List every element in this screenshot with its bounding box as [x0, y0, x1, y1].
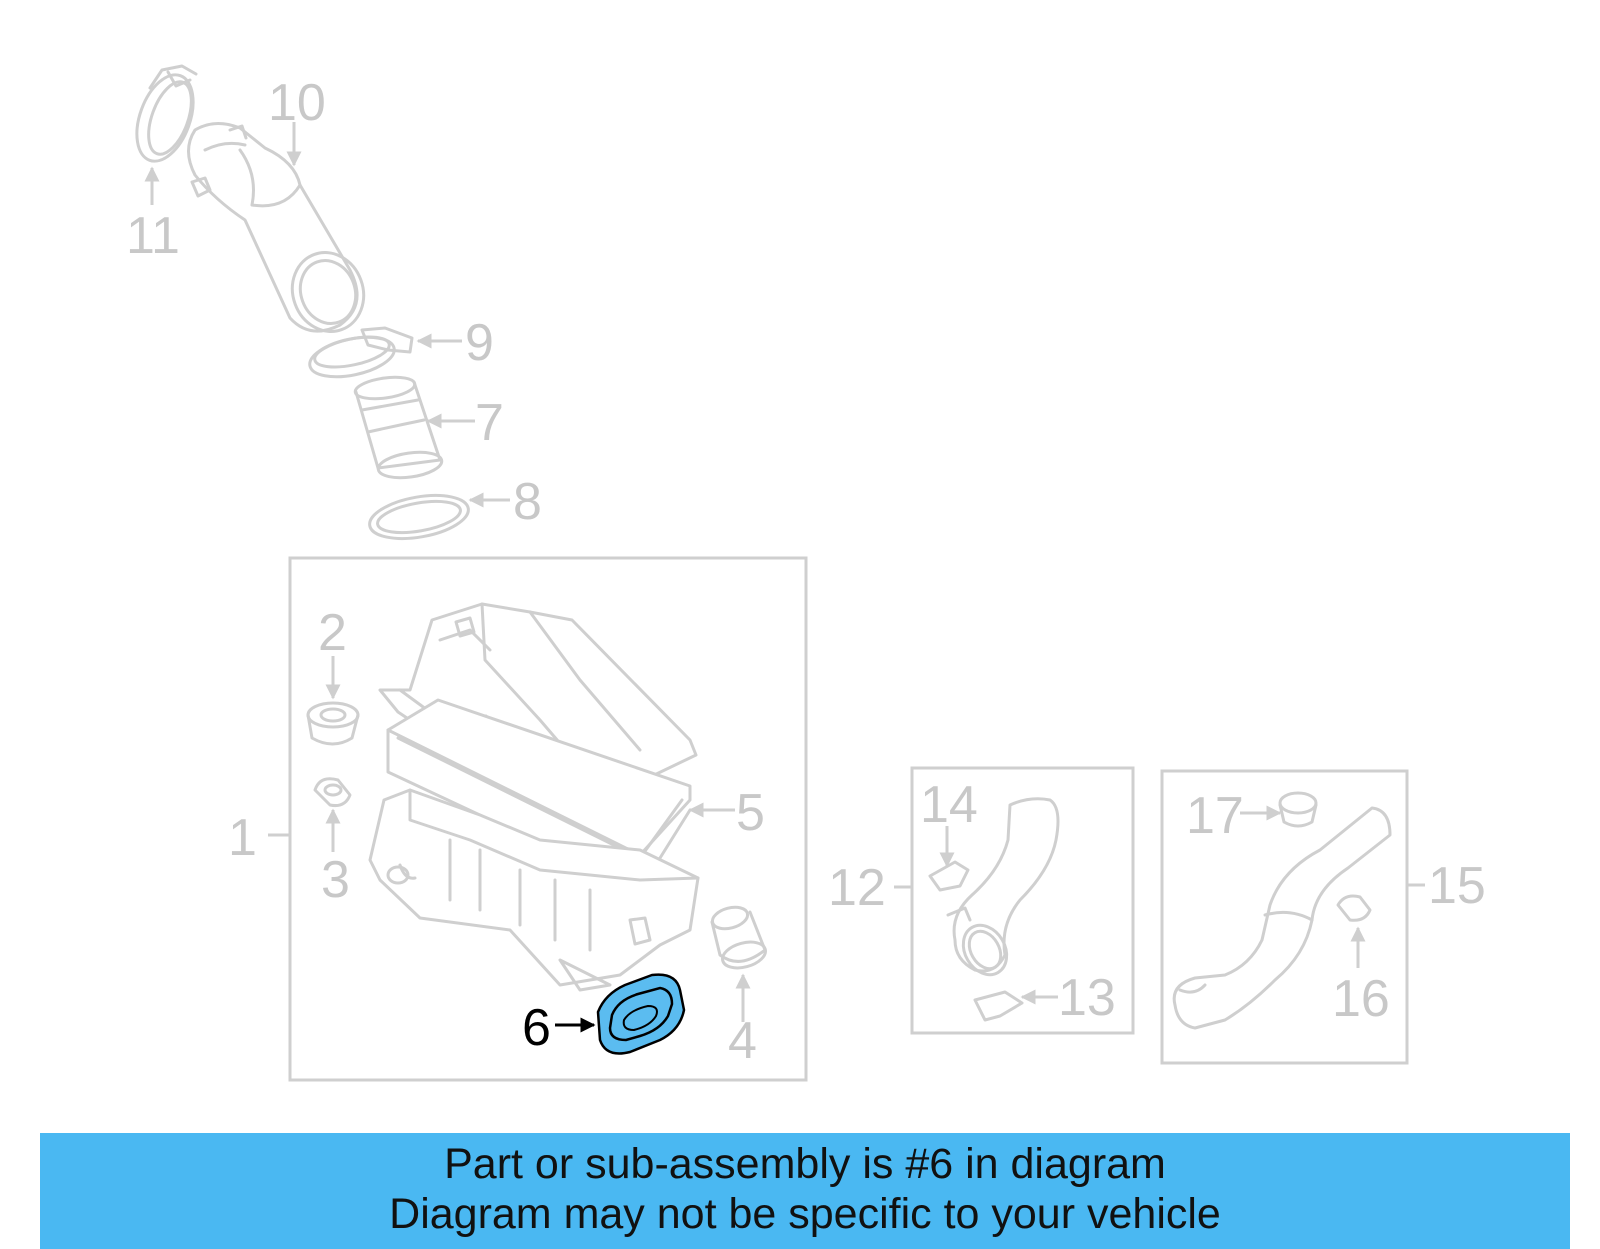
assembly-1-box: [288, 556, 808, 1082]
callout-3: 3: [321, 851, 350, 909]
assembly-12-box: [910, 766, 1135, 1035]
part-4-insert: [710, 905, 767, 970]
info-banner: Part or sub-assembly is #6 in diagram Di…: [40, 1133, 1570, 1249]
part-12-duct: [946, 797, 1060, 977]
callout-8: 8: [513, 473, 542, 531]
callout-13: 13: [1058, 969, 1116, 1027]
part-17-grommet: [1278, 791, 1318, 828]
callout-2: 2: [318, 604, 347, 662]
callout-10: 10: [268, 74, 326, 132]
callout-15: 15: [1428, 857, 1486, 915]
callout-16: 16: [1332, 970, 1390, 1028]
part-14-clip: [928, 860, 970, 892]
part-2-grommet: [306, 701, 360, 746]
part-16-bolt: [1336, 894, 1372, 922]
callout-5: 5: [736, 784, 765, 842]
callout-4: 4: [728, 1012, 757, 1070]
part-11-clamp: [135, 64, 198, 163]
callout-17: 17: [1186, 787, 1244, 845]
part-8-gasket: [368, 493, 470, 541]
part-3-bolt: [313, 777, 352, 807]
callout-1: 1: [228, 809, 257, 867]
banner-line-2: Diagram may not be specific to your vehi…: [389, 1190, 1221, 1238]
callout-7: 7: [475, 394, 504, 452]
air-cleaner-housing: [368, 788, 700, 992]
callout-12: 12: [828, 859, 886, 917]
banner-line-1: Part or sub-assembly is #6 in diagram: [444, 1140, 1166, 1188]
callout-9: 9: [465, 314, 494, 372]
callout-14: 14: [920, 776, 978, 834]
part-13-clip: [973, 990, 1024, 1022]
part-7-adapter: [353, 375, 444, 480]
part-6-highlighted: [596, 973, 686, 1055]
part-9-clamp: [308, 326, 414, 379]
assembly-15-box: [1160, 769, 1409, 1065]
part-10-intake-duct: [187, 122, 366, 333]
callout-6: 6: [522, 999, 551, 1057]
callout-11: 11: [126, 207, 180, 265]
part-15-duct: [1172, 806, 1392, 1030]
